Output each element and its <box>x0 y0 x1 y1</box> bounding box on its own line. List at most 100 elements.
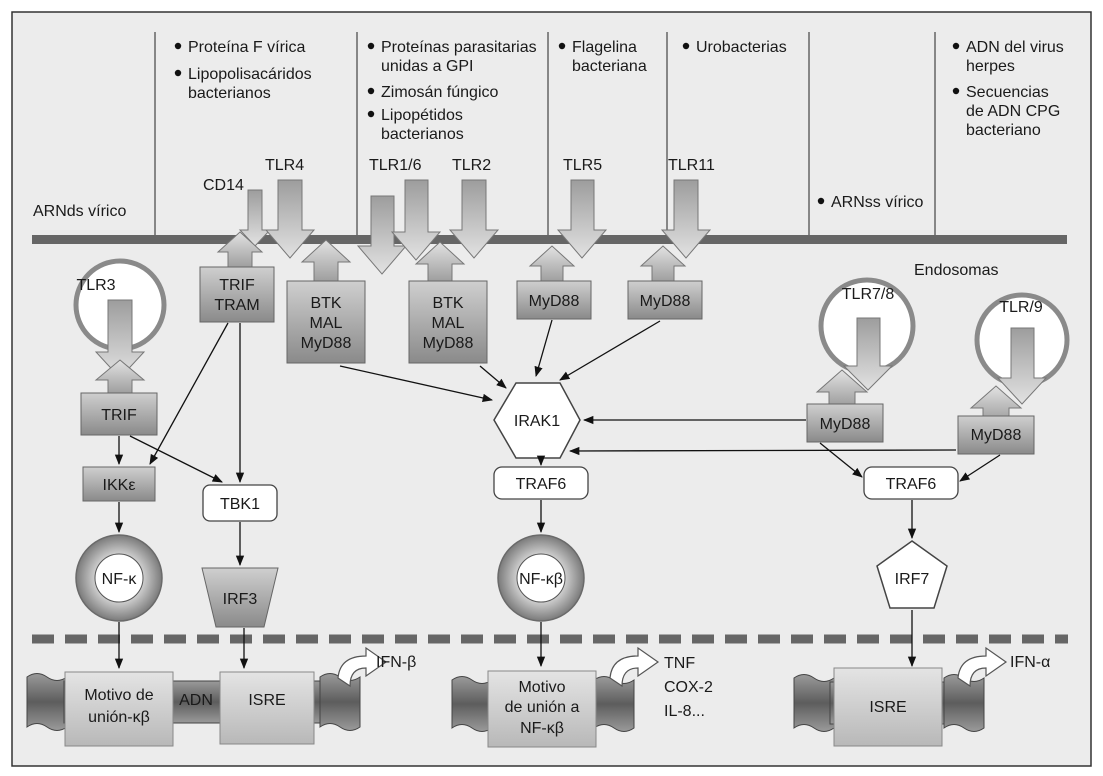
myd88-78-to-traf6 <box>819 442 863 478</box>
isre-right-label: ISRE <box>869 699 906 716</box>
receptor-tlr5: TLR5 <box>563 157 602 174</box>
btk1-label-3: MyD88 <box>301 335 352 352</box>
motivo1-label-1: Motivo de <box>84 687 153 704</box>
myd88-tlr11-box: MyD88 <box>627 280 703 320</box>
btk2-label-3: MyD88 <box>423 335 474 352</box>
traf6-right-label: TRAF6 <box>886 476 937 493</box>
btk2-label-1: BTK <box>432 295 463 312</box>
myd88-tlr9-box: MyD88 <box>957 415 1035 455</box>
ifnb-label: IFN-β <box>376 654 416 671</box>
ligand-adn-herpes-2: herpes <box>966 58 1015 75</box>
nfk-ring-left: NF-κ <box>75 534 163 622</box>
trif-tram-up-arrow <box>216 231 264 269</box>
trif-box: TRIF <box>80 392 158 436</box>
tlr9-label: TLR/9 <box>999 299 1043 316</box>
tlr9-endosome: TLR/9 <box>969 292 1070 423</box>
ligand-proteina-f: Proteína F vírica <box>188 39 305 56</box>
output-cox2: COX-2 <box>664 679 713 696</box>
btk1-label-1: BTK <box>310 295 341 312</box>
btk2-to-irak1 <box>479 365 507 389</box>
traf6-left-node: TRAF6 <box>493 466 589 500</box>
ligand-cpg-3: bacteriano <box>966 122 1041 139</box>
tlr4-arrow <box>264 179 316 259</box>
trif-tram-box: TRIF TRAM <box>199 266 275 323</box>
ligand-gpi-2: unidas a GPI <box>381 58 474 75</box>
bullet <box>817 197 825 205</box>
irak1-node: IRAK1 <box>493 382 581 459</box>
ligand-arnds: ARNds vírico <box>33 203 126 220</box>
output-il8: IL-8... <box>664 703 705 720</box>
endosomas-label: Endosomas <box>914 262 999 279</box>
btk2-up-arrow <box>414 241 466 283</box>
adn-label: ADN <box>179 692 213 709</box>
receptor-tlr4: TLR4 <box>265 157 304 174</box>
trif-tram-label-1: TRIF <box>219 277 255 294</box>
btk1-up-arrow <box>300 239 352 283</box>
ligand-arnss: ARNss vírico <box>831 194 924 211</box>
tlr16b-arrow <box>390 179 442 261</box>
myd88-5-to-irak1 <box>534 319 553 377</box>
myd88-9-to-traf6 <box>959 454 1001 482</box>
nfk-ring-center: NF-κβ <box>497 534 585 622</box>
ligand-lipopeptidos-2: bacterianos <box>381 126 464 143</box>
receptor-labels: CD14 TLR4 TLR1/6 TLR2 TLR5 TLR11 <box>203 157 715 194</box>
receptor-arrows <box>238 179 712 275</box>
isre-left-label: ISRE <box>248 692 285 709</box>
tlr3-arrow <box>94 299 146 379</box>
motivo2-label-3: NF-κβ <box>520 720 564 737</box>
bullet <box>952 87 960 95</box>
bullet <box>558 42 566 50</box>
output-tnf: TNF <box>664 655 695 672</box>
myd88-tlr9-label: MyD88 <box>971 427 1022 444</box>
btk-mal-myd88-box-1: BTK MAL MyD88 <box>286 280 366 364</box>
tlr3-endosome: TLR3 <box>73 258 167 395</box>
ligand-cpg-1: Secuencias <box>966 84 1049 101</box>
motivo-union-center-box: Motivo de unión a NF-κβ <box>487 670 597 748</box>
bullet <box>682 42 690 50</box>
bullet <box>367 110 375 118</box>
ligand-zimosan: Zimosán fúngico <box>381 84 498 101</box>
traf6-right-node: TRAF6 <box>863 466 959 500</box>
myd88-tlr11-label: MyD88 <box>640 293 691 310</box>
ligand-lps-2: bacterianos <box>188 85 271 102</box>
ikke-node: IKKε <box>82 466 156 502</box>
tlr11-arrow <box>660 179 712 259</box>
ligand-urobacterias: Urobacterias <box>696 39 787 56</box>
myd88-11-to-irak1 <box>559 320 661 381</box>
ligand-separators <box>154 32 936 236</box>
adaptor-up-arrows <box>216 231 687 283</box>
btk2-label-2: MAL <box>432 315 465 332</box>
tlr2-arrow <box>448 179 500 259</box>
tlr78-label: TLR7/8 <box>842 286 895 303</box>
irf3-node: IRF3 <box>201 567 279 628</box>
ligand-cpg-2: de ADN CPG <box>966 103 1060 120</box>
irf7-node: IRF7 <box>876 540 948 609</box>
btk1-label-2: MAL <box>310 315 343 332</box>
ligand-adn-herpes-1: ADN del virus <box>966 39 1064 56</box>
cd14-arrow <box>238 189 272 247</box>
myd88-5-up-arrow <box>528 245 576 283</box>
traf6-left-label: TRAF6 <box>516 476 567 493</box>
tbk1-label: TBK1 <box>220 496 260 513</box>
myd88-tlr5-label: MyD88 <box>529 293 580 310</box>
trif-tram-to-ikke <box>149 322 229 465</box>
tlr9-arrow <box>996 327 1048 405</box>
ligand-flagelina-2: bacteriana <box>572 58 647 75</box>
ligand-gpi-1: Proteínas parasitarias <box>381 39 537 56</box>
bullet <box>367 87 375 95</box>
isre-left-box: ISRE <box>219 671 315 745</box>
receptor-cd14: CD14 <box>203 177 244 194</box>
motivo-union-left-box: Motivo de unión-κβ <box>64 671 174 747</box>
ligand-lps-1: Lipopolisacáridos <box>188 66 312 83</box>
irf7-label: IRF7 <box>895 571 930 588</box>
receptor-tlr2: TLR2 <box>452 157 491 174</box>
trif-tram-label-2: TRAM <box>214 297 259 314</box>
trif-up-arrow <box>94 359 146 395</box>
ligand-labels: Proteína F vírica Lipopolisacáridos bact… <box>33 39 1064 220</box>
ikke-label: IKKε <box>103 477 136 494</box>
tlr5-arrow <box>556 179 608 259</box>
tbk1-node: TBK1 <box>202 484 278 522</box>
bullet <box>952 42 960 50</box>
motivo2-label-1: Motivo <box>518 679 565 696</box>
